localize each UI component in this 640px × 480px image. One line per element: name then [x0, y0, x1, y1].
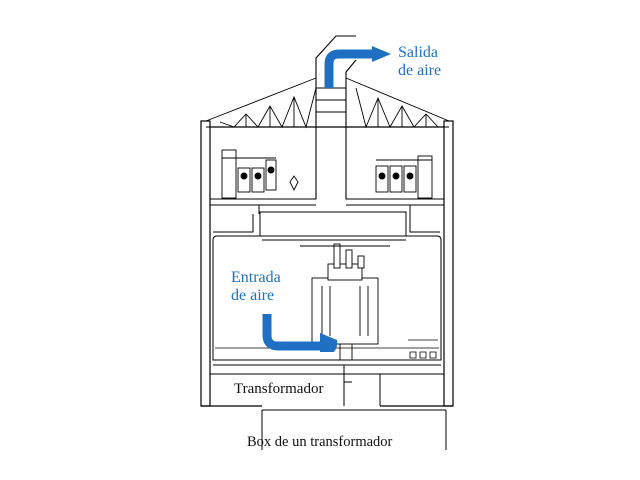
air-outlet-label-line2: de aire: [398, 62, 442, 80]
air-outlet-arrow-icon: [324, 46, 391, 88]
air-outlet-label-line1: Salida: [398, 44, 438, 61]
air-inlet-label-line2: de aire: [231, 287, 275, 305]
figure-caption: Box de un transformador: [247, 434, 393, 450]
air-duct: [315, 35, 357, 199]
foundation: [200, 365, 447, 450]
upper-rooms: [209, 126, 445, 233]
air-inlet-label: Entrada de aire: [231, 269, 281, 306]
air-outlet-label: Salida de aire: [398, 44, 441, 81]
switchgear-icon: [375, 155, 433, 199]
transformer-icon: [300, 243, 390, 360]
building-walls: [200, 120, 454, 407]
switchgear-icon: [221, 149, 299, 199]
transformer-label: Transformador: [232, 381, 326, 399]
transformer-chamber: [212, 211, 442, 366]
air-inlet-label-line1: Entrada: [231, 269, 281, 286]
air-inlet-arrow-icon: [262, 314, 338, 352]
